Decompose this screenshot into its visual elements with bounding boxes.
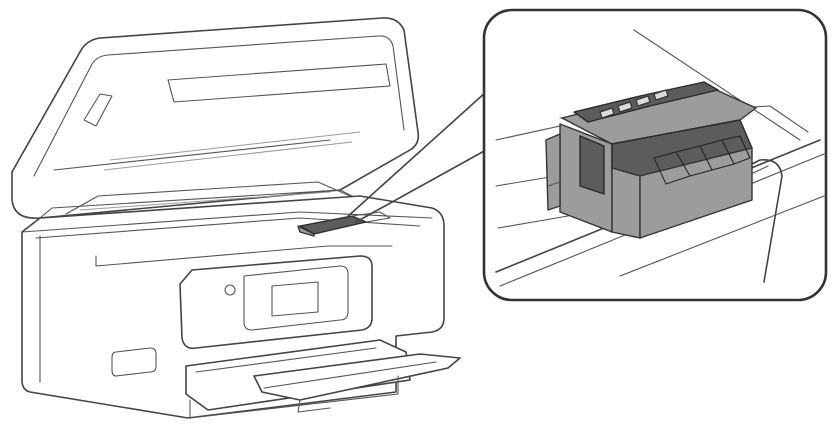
- control-panel: [179, 255, 373, 350]
- front-grip: [111, 347, 157, 377]
- scanner-glass: [39, 181, 361, 219]
- print-head-in-printer: [297, 211, 391, 237]
- scanner-lid: [11, 17, 420, 219]
- magnified-callout: [482, 8, 828, 302]
- print-head-icon: [545, 81, 757, 239]
- printer-illustration: [11, 17, 461, 419]
- callout-pointer: [345, 91, 487, 223]
- output-tray: [185, 339, 461, 419]
